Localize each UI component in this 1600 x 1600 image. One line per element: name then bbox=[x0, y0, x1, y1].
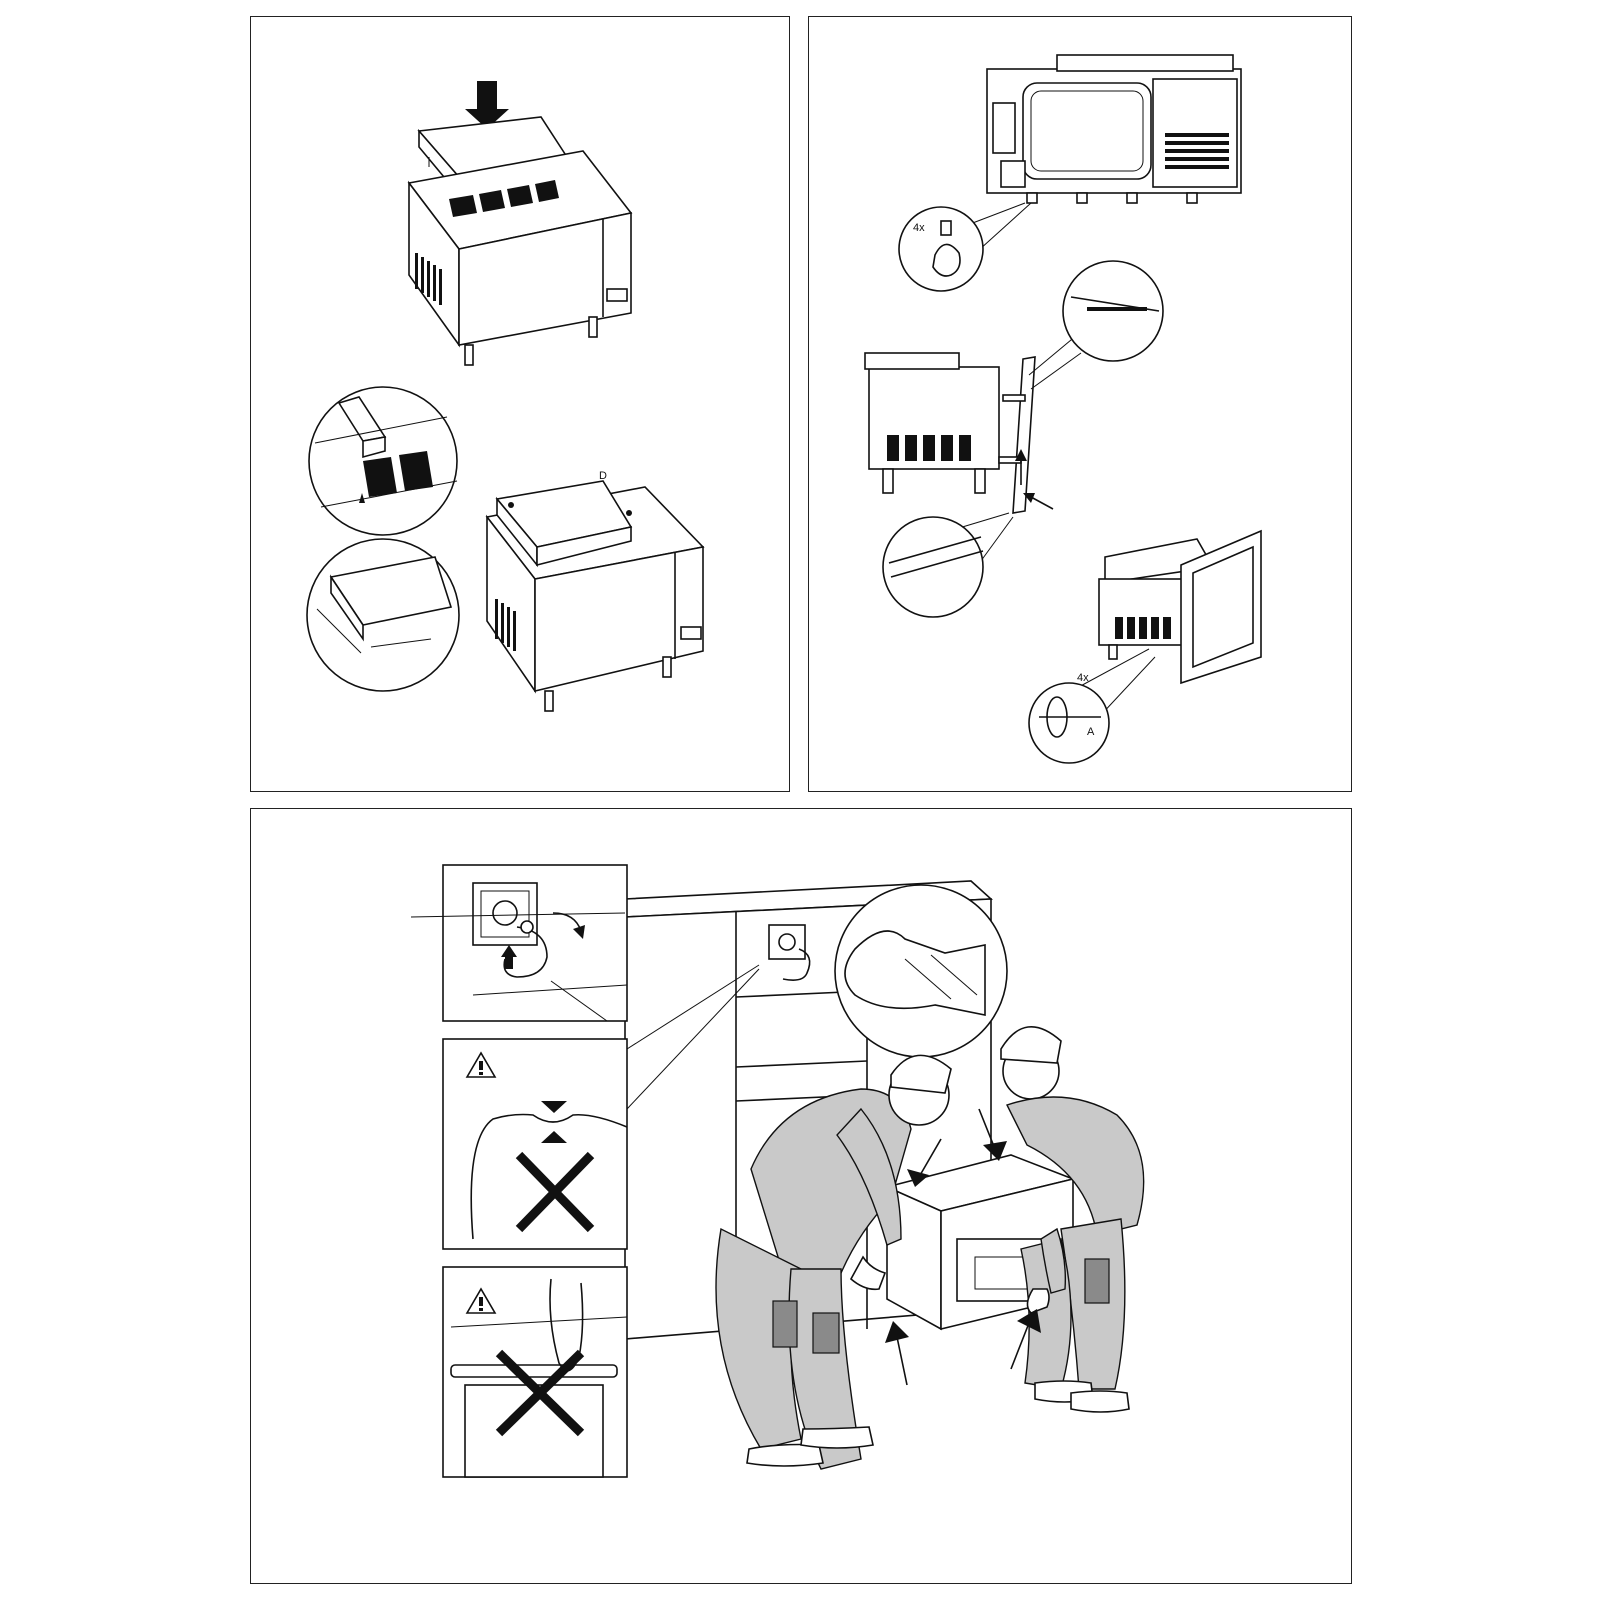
arrow-down-icon bbox=[465, 81, 509, 129]
oven-side-view bbox=[864, 352, 1054, 514]
glove-icon bbox=[834, 884, 1008, 1058]
rear-vents bbox=[1165, 133, 1229, 169]
worker-left bbox=[715, 1054, 952, 1470]
plug-icon bbox=[503, 920, 548, 978]
detail-callout-upper bbox=[308, 386, 458, 536]
warning-icon bbox=[465, 1051, 497, 1078]
cross-icon bbox=[495, 1349, 585, 1437]
top-cover-assembly-illustration: D bbox=[306, 81, 705, 712]
side-vents-2 bbox=[887, 435, 971, 461]
screw-marker-label: A bbox=[1087, 726, 1095, 738]
cross-icon bbox=[515, 1151, 595, 1233]
frame-vents bbox=[1115, 617, 1171, 639]
inset-cable-warning bbox=[442, 1038, 628, 1250]
wall-line bbox=[410, 912, 626, 918]
arrow-down-icon bbox=[907, 1138, 942, 1187]
frame-mounting-illustration: 4x bbox=[864, 54, 1262, 764]
callout-line bbox=[626, 964, 760, 1050]
arrow-up-icon bbox=[501, 945, 517, 969]
arrow-down-icon bbox=[978, 1108, 1007, 1161]
inset-socket bbox=[442, 864, 628, 1022]
inset-handle-warning bbox=[442, 1266, 628, 1478]
side-vents bbox=[415, 253, 442, 305]
detail-callout-seal-lower bbox=[882, 512, 1014, 618]
detail-callout-screws: 4x A bbox=[1028, 648, 1156, 764]
oven-body-upper bbox=[407, 150, 633, 366]
oven-rear-view bbox=[986, 54, 1242, 204]
oven-body-lower: D bbox=[485, 470, 705, 712]
panel-top-left: D bbox=[250, 16, 790, 792]
arrow-up-icon bbox=[1015, 449, 1027, 485]
top-vents bbox=[449, 180, 559, 217]
warning-icon bbox=[465, 1287, 497, 1314]
detail-callout-feet: 4x bbox=[898, 202, 1032, 292]
callout-line bbox=[626, 968, 760, 1110]
panel-top-right: 4x bbox=[808, 16, 1352, 792]
oven-with-frame bbox=[1098, 529, 1262, 685]
arrow-curved-icon bbox=[552, 912, 585, 939]
feet-count-label: 4x bbox=[913, 222, 925, 234]
detail-callout-lower bbox=[306, 538, 460, 692]
arrow-diagonal-icon bbox=[1023, 493, 1054, 510]
arrow-up-icon bbox=[1010, 1309, 1041, 1370]
worker-right bbox=[1000, 1026, 1145, 1413]
svg-text:D: D bbox=[599, 470, 607, 482]
screws-count-label: 4x bbox=[1077, 672, 1089, 684]
panel-bottom bbox=[250, 808, 1352, 1584]
detail-callout-seal-upper bbox=[1028, 260, 1164, 390]
arrow-up-icon bbox=[885, 1321, 909, 1386]
two-person-installation-illustration bbox=[410, 864, 1145, 1478]
